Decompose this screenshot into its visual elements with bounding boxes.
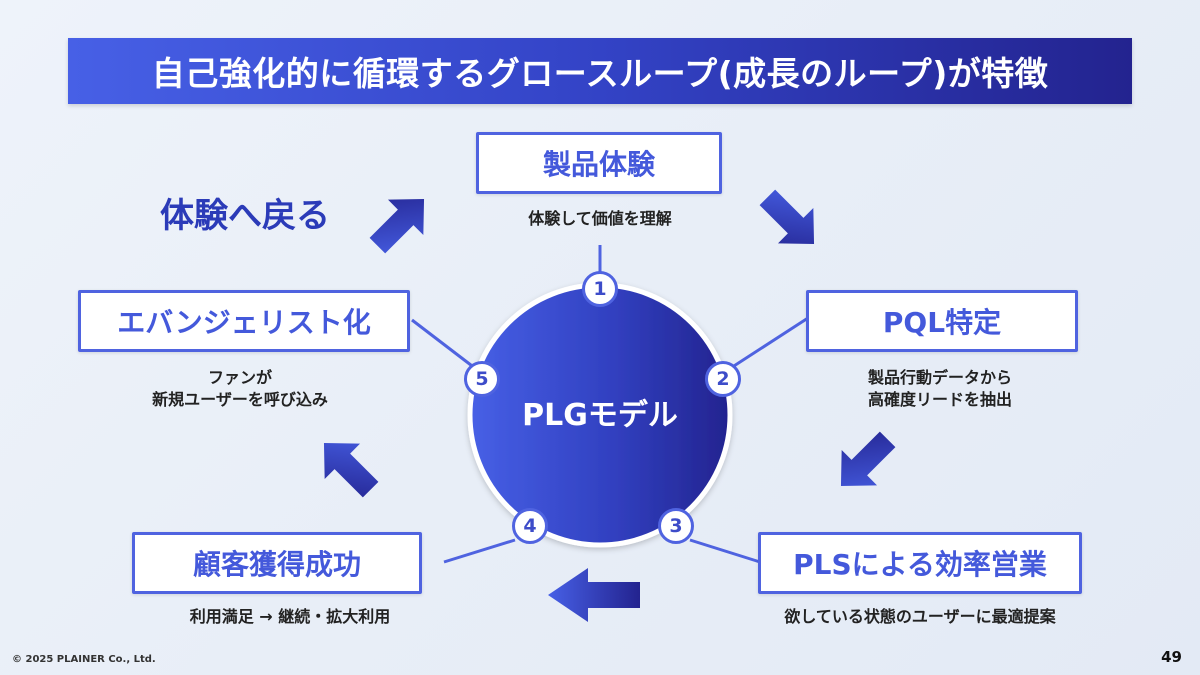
step-box-product-experience: 製品体験: [476, 132, 722, 194]
step-description-line: ファンが: [207, 368, 272, 387]
step-description-3: 欲している状態のユーザーに最適提案: [720, 606, 1120, 628]
step-description-line: 欲している状態のユーザーに最適提案: [784, 607, 1056, 626]
step-badge-4: 4: [512, 508, 548, 544]
step-box-pql: PQL特定: [806, 290, 1078, 352]
connector-line-5: [411, 318, 481, 374]
arrow-4-to-5: [323, 442, 379, 498]
step-label: エバンジェリスト化: [117, 306, 371, 339]
arrow-5-to-1: [369, 198, 425, 254]
connector-line-3: [689, 538, 761, 564]
step-description-line: 製品行動データから: [867, 368, 1012, 387]
step-label: 製品体験: [542, 148, 655, 181]
step-badge-2: 2: [705, 361, 741, 397]
step-label: PQL特定: [882, 306, 1002, 339]
step-description-2: 製品行動データから 高確度リードを抽出: [800, 367, 1080, 411]
step-description-4: 利用満足 → 継続・拡大利用: [120, 606, 460, 628]
step-badge-1: 1: [582, 271, 618, 307]
step-label: PLSによる効率営業: [793, 548, 1047, 581]
return-to-experience-label: 体験へ戻る: [160, 196, 330, 236]
title-bar: 自己強化的に循環するグロースループ(成長のループ)が特徴: [68, 38, 1132, 104]
arrow-1-to-2: [759, 189, 815, 245]
copyright: © 2025 PLAINER Co., Ltd.: [12, 654, 156, 665]
arrow-2-to-3: [840, 431, 896, 487]
step-box-evangelist: エバンジェリスト化: [78, 290, 410, 352]
center-label: PLGモデル: [522, 398, 678, 433]
step-badge-5: 5: [464, 361, 500, 397]
page-number: 49: [1161, 648, 1182, 666]
step-box-customer-acquisition: 顧客獲得成功: [132, 532, 422, 594]
connector-line-4: [443, 538, 516, 564]
step-description-line: 利用満足 → 継続・拡大利用: [189, 607, 391, 626]
step-description-line: 体験して価値を理解: [528, 209, 672, 228]
step-label: 顧客獲得成功: [192, 548, 361, 581]
step-badge-3: 3: [658, 508, 694, 544]
arrow-3-to-4: [548, 568, 640, 622]
step-description-line: 新規ユーザーを呼び込み: [152, 390, 328, 409]
step-description-line: 高確度リードを抽出: [867, 390, 1012, 409]
page-title: 自己強化的に循環するグロースループ(成長のループ)が特徴: [151, 54, 1049, 93]
step-box-pls: PLSによる効率営業: [758, 532, 1082, 594]
step-description-5: ファンが 新規ユーザーを呼び込み: [90, 367, 390, 411]
step-description-1: 体験して価値を理解: [460, 208, 740, 230]
